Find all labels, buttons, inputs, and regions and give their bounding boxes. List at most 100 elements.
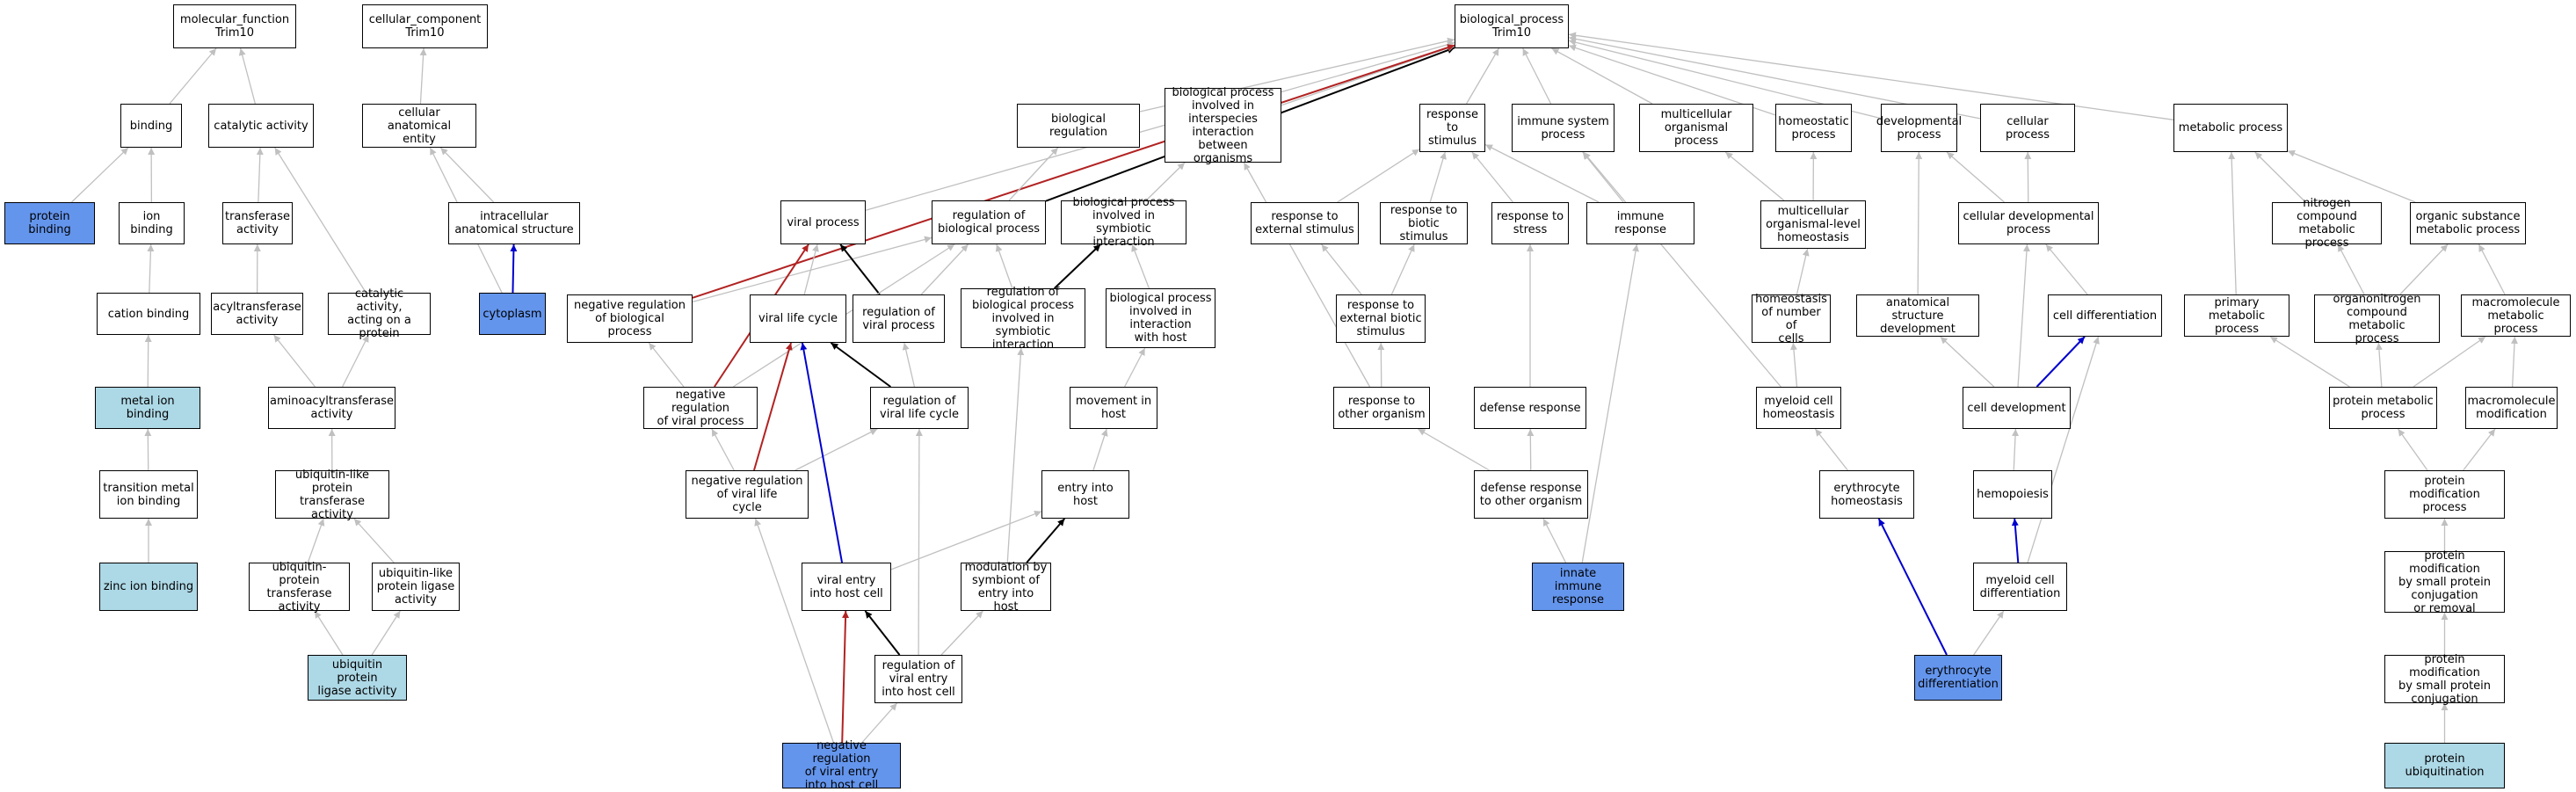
edge-catprot-to-catact <box>274 147 366 294</box>
edge-hemo-to-celldev <box>2012 428 2020 471</box>
node-respother: response to other organism <box>1333 387 1430 429</box>
node-defresp: defense response <box>1474 387 1586 429</box>
node-respstress: response to stress <box>1491 202 1569 244</box>
edge-myehomeo-to-homeonum <box>1789 342 1798 388</box>
node-defother: defense response to other organism <box>1474 470 1588 519</box>
edge-protbind-to-binding <box>71 147 129 203</box>
edge-celldevproc-to-devproc <box>1946 151 2005 203</box>
node-viralentry: viral entry into host cell <box>802 563 891 611</box>
edge-erydiff-to-myediff <box>1973 610 2005 656</box>
edge-anatdev-to-devproc <box>1915 151 1923 295</box>
node-protmod: protein modification process <box>2384 470 2505 519</box>
node-macromod: macromolecule modification <box>2465 387 2558 429</box>
edge-ias-to-cae <box>439 147 495 203</box>
node-homeonum: homeostasis of number of cells <box>1752 293 1831 345</box>
node-entryhost: entry into host <box>1041 470 1129 519</box>
node-mf: molecular_function Trim10 <box>173 4 296 48</box>
edge-mulhomeo-to-multorg <box>1724 151 1785 201</box>
node-anatdev: anatomical structure development <box>1856 294 1979 337</box>
edge-negregventry-to-regventry <box>861 702 898 744</box>
node-cytoplasm: cytoplasm <box>479 293 546 335</box>
node-protbind: protein binding <box>4 202 95 244</box>
edge-multorg-to-bp <box>1551 47 1653 105</box>
node-negregbp: negative regulation of biological proces… <box>567 294 693 343</box>
edge-ubptrans-to-ublptrans <box>307 518 325 563</box>
edge-regvp-to-viralproc <box>839 243 881 295</box>
edge-innate-to-immresp <box>1581 243 1639 563</box>
node-cellproc: cellular process <box>1980 104 2075 152</box>
edge-regbpsymb-to-regbp <box>995 243 1013 289</box>
edge-macromod-to-macromet <box>2510 336 2518 388</box>
edge-myediff-to-celldiff <box>2027 336 2100 563</box>
edge-negregbp-to-regbp <box>692 236 932 302</box>
node-metproc: metabolic process <box>2173 104 2288 152</box>
edge-protmet-to-macromet <box>2413 336 2486 388</box>
edge-regvlc-to-regvp <box>902 342 916 388</box>
node-regventry: regulation of viral entry into host cell <box>874 655 962 703</box>
node-ionbind: ion binding <box>119 202 185 244</box>
edge-primmet-to-metproc <box>2228 151 2237 295</box>
edge-negregvp-to-negregbp <box>648 342 685 388</box>
edge-organonitro-to-orgsub <box>2399 243 2449 295</box>
node-negregventry: negative regulation of viral entry into … <box>782 739 901 792</box>
edge-regvlc-to-vlc <box>830 342 891 388</box>
node-myehomeo: myeloid cell homeostasis <box>1756 387 1841 429</box>
node-acyl: acyltransferase activity <box>211 293 303 335</box>
node-respbio: response to biotic stimulus <box>1380 202 1468 244</box>
edge-eryhomeo-to-myehomeo <box>1814 428 1848 471</box>
edge-ubpliga-to-ubliga <box>371 610 401 656</box>
edge-catact-to-mf <box>238 47 256 105</box>
node-orgsub: organic substance metabolic process <box>2410 202 2526 244</box>
node-organonitro: organonitrogen compound metabolic proces… <box>2314 293 2440 345</box>
node-negregvp: negative regulation of viral process <box>643 387 758 429</box>
edge-aminoacyl-to-acyl <box>273 334 316 388</box>
node-catprot: catalytic activity, acting on a protein <box>328 287 431 340</box>
node-primmet: primary metabolic process <box>2184 294 2289 337</box>
edge-ubpliga-to-ubptrans <box>314 610 344 656</box>
edge-cae-to-cc <box>419 47 427 105</box>
node-ubliga: ubiquitin-like protein ligase activity <box>372 563 460 611</box>
edge-ubliga-to-ublptrans <box>353 518 395 563</box>
edge-respextbio-to-respext <box>1321 243 1362 295</box>
edge-negregvlc-to-regvlc <box>795 428 878 471</box>
node-protmet: protein metabolic process <box>2329 387 2437 429</box>
node-celldiff: cell differentiation <box>2048 294 2162 337</box>
node-devproc: developmental process <box>1876 104 1962 152</box>
node-bpinthost: biological process involved in interacti… <box>1106 288 1215 348</box>
node-respextbio: response to external biotic stimulus <box>1336 294 1426 343</box>
edge-respext-to-respstim <box>1337 149 1420 203</box>
edge-regbp-to-bioreg <box>1008 147 1059 201</box>
edge-negregventry-to-negregvlc <box>754 518 835 744</box>
node-respext: response to external stimulus <box>1251 202 1359 244</box>
edge-respextbio-to-respbio <box>1390 243 1415 295</box>
edge-homeonum-to-mulhomeo <box>1796 248 1810 295</box>
node-regvp: regulation of viral process <box>853 294 945 343</box>
edge-cation-to-ionbind <box>147 243 155 294</box>
node-catact: catalytic activity <box>208 104 314 148</box>
edge-binding-to-mf <box>169 47 217 105</box>
node-bpinter: biological process involved in interspec… <box>1165 86 1281 165</box>
edge-negregventry-to-viralentry <box>841 610 850 744</box>
edge-orgsub-to-metproc <box>2287 149 2416 203</box>
node-mulhomeo: multicellular organismal-level homeostas… <box>1760 200 1866 249</box>
edge-regventry-to-viralentry <box>864 610 901 656</box>
node-regbp: regulation of biological process <box>932 200 1046 244</box>
edge-celldiff-to-celldevproc <box>2045 243 2088 295</box>
node-ias: intracellular anatomical structure <box>448 202 580 244</box>
node-ublptrans: ubiquitin-like protein transferase activ… <box>275 469 389 521</box>
edge-erydiff-to-eryhomeo <box>1877 518 1948 656</box>
edge-bpinthost-to-bpsymb <box>1131 243 1150 289</box>
node-nitro: nitrogen compound metabolic process <box>2272 197 2382 250</box>
node-bioreg: biological regulation <box>1017 104 1140 148</box>
node-regbpsymb: regulation of biological process involve… <box>961 286 1085 352</box>
node-regvlc: regulation of viral life cycle <box>870 387 969 429</box>
edge-vlc-to-viralproc <box>803 243 819 295</box>
node-vlc: viral life cycle <box>750 294 846 343</box>
node-negregvlc: negative regulation of viral life cycle <box>686 470 809 519</box>
edge-celldev-to-celldevproc <box>2017 243 2030 388</box>
edge-regventry-to-modsymb <box>940 610 983 656</box>
node-protmodconj: protein modification by small protein co… <box>2384 653 2505 706</box>
node-immresp: immune response <box>1586 202 1694 244</box>
edge-protmod-to-protmet <box>2398 428 2428 471</box>
node-protubi: protein ubiquitination <box>2384 743 2505 788</box>
